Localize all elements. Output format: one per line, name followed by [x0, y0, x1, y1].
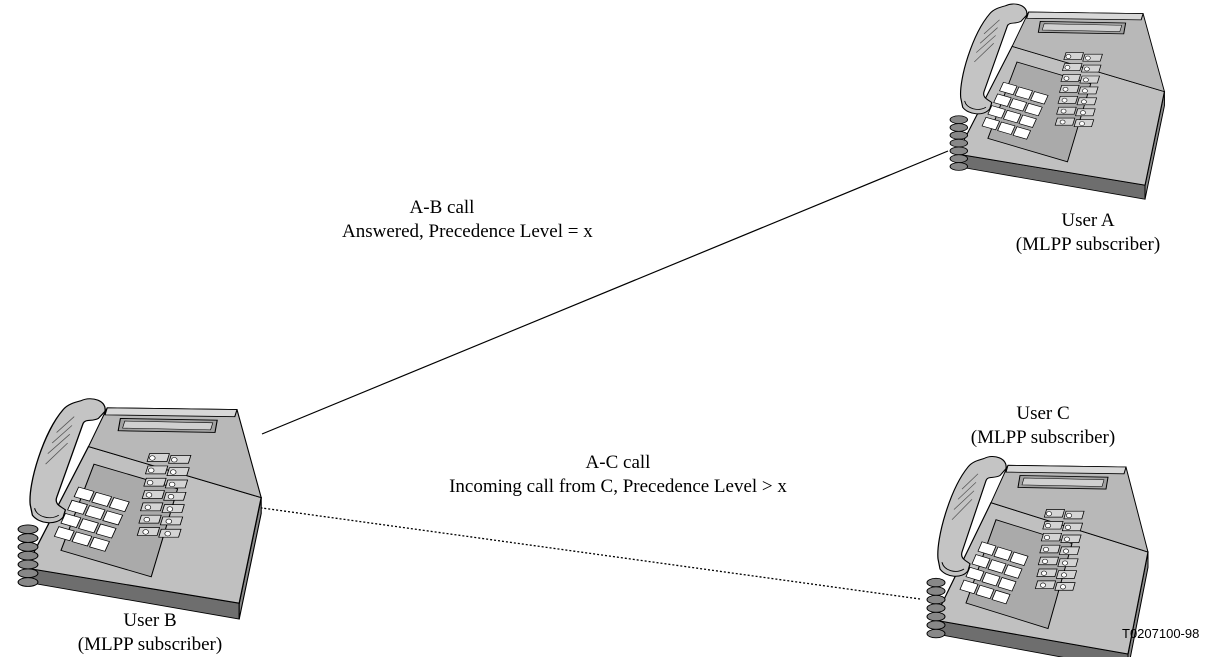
- user-a-role: (MLPP subscriber): [1015, 234, 1161, 255]
- user-b-role: (MLPP subscriber): [77, 634, 223, 655]
- telephone-icon: [926, 455, 1149, 657]
- user-b-label: User B (MLPP subscriber): [62, 609, 238, 657]
- ac-call-detail: Incoming call from C, Precedence Level >…: [449, 476, 787, 497]
- telephone-icon: [17, 398, 262, 620]
- ac-call-title: A-C call: [585, 452, 651, 473]
- ab-call-line: [261, 150, 949, 435]
- user-b-name: User B: [123, 610, 177, 631]
- ab-call-detail: Answered, Precedence Level = x: [342, 221, 593, 242]
- ac-call-line: [252, 501, 921, 600]
- user-c-role: (MLPP subscriber): [970, 427, 1116, 448]
- ab-call-label: A-B call Answered, Precedence Level = x: [342, 196, 593, 244]
- user-a-label: User A (MLPP subscriber): [1000, 209, 1176, 257]
- user-c-name: User C: [1016, 403, 1070, 424]
- ac-call-label: A-C call Incoming call from C, Precedenc…: [418, 451, 818, 499]
- telephone-icon: [949, 3, 1166, 200]
- user-c-label: User C (MLPP subscriber): [955, 402, 1131, 450]
- user-a-name: User A: [1061, 210, 1115, 231]
- figure-id: T0207100-98: [1122, 626, 1200, 641]
- ab-call-title: A-B call: [409, 197, 475, 218]
